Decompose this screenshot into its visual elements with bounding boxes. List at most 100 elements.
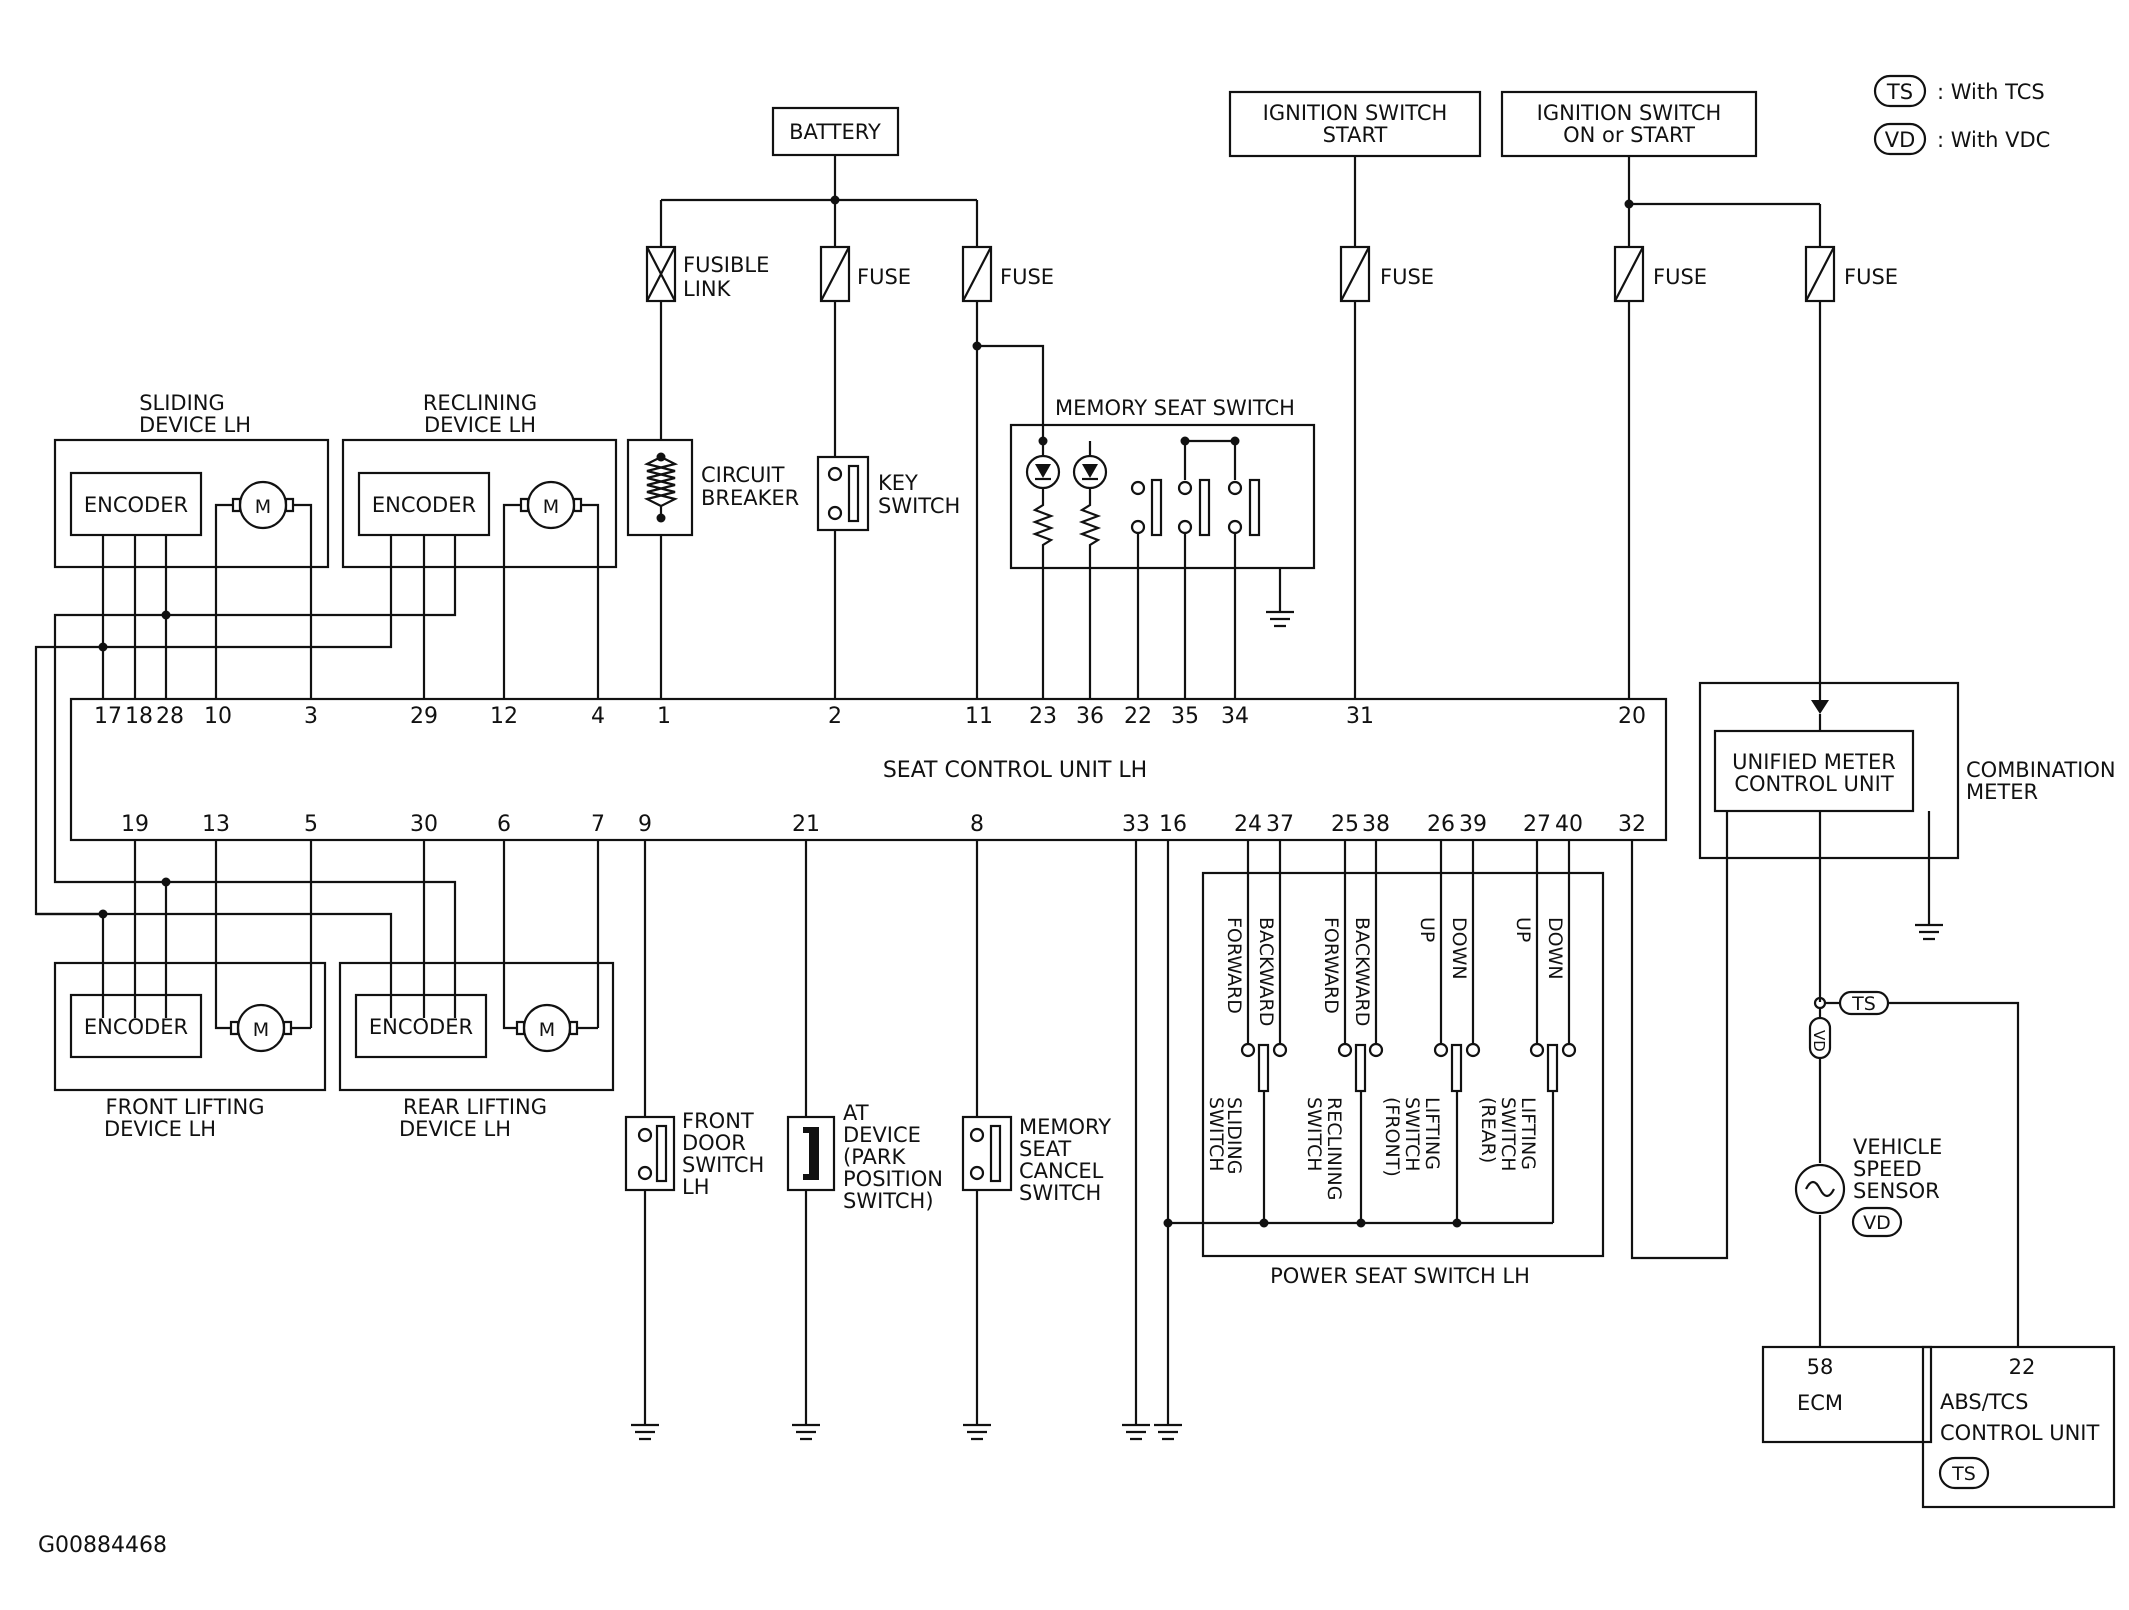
sliding-device-label-2: DEVICE LH [139, 413, 251, 437]
pin-label: 11 [965, 704, 993, 729]
pin-label: 40 [1555, 812, 1583, 837]
combination-meter-label-1: COMBINATION [1966, 758, 2116, 782]
pin-label: 12 [490, 704, 518, 729]
seat-control-unit-label: SEAT CONTROL UNIT LH [883, 758, 1147, 783]
rear-lifting-label-1: REAR LIFTING [403, 1095, 547, 1119]
lifting-front-label-1: LIFTING [1421, 1097, 1443, 1170]
pin-label: 32 [1618, 812, 1646, 837]
pin-label: 27 [1523, 812, 1551, 837]
abs-tcs-control-unit: 22 ABS/TCS CONTROL UNIT TS [1921, 1345, 2116, 1509]
pin-label: 17 [94, 704, 122, 729]
key-switch-label-1: KEY [878, 471, 918, 495]
direction-backward-label: BACKWARD [1351, 917, 1373, 1026]
reclining-device-label-2: DEVICE LH [424, 413, 536, 437]
sliding-switch-label-1: SLIDING [1223, 1097, 1245, 1174]
pin-label: 38 [1362, 812, 1390, 837]
front-door-switch-label-1: FRONT [682, 1109, 754, 1133]
at-device-label-5: SWITCH) [843, 1189, 934, 1213]
pin-label: 5 [304, 812, 318, 837]
front-lifting-label-2: DEVICE LH [104, 1117, 216, 1141]
ecm: 58 ECM [1761, 1345, 1933, 1444]
figure-id: G00884468 [38, 1533, 167, 1558]
vd-badge: VD [1808, 1016, 1832, 1060]
at-device-label-1: AT [843, 1101, 869, 1125]
ignition-on-box: IGNITION SWITCH ON or START [1500, 90, 1758, 158]
memory-cancel-label-4: SWITCH [1019, 1181, 1101, 1205]
pin-label: 26 [1427, 812, 1455, 837]
reclining-switch-label-2: SWITCH [1303, 1097, 1325, 1172]
pin-label: 3 [304, 704, 318, 729]
fuse-ignition-start: FUSE [1339, 245, 1434, 303]
speed-sensor-label-1: VEHICLE [1853, 1135, 1942, 1159]
direction-forward-label: FORWARD [1320, 917, 1342, 1014]
pin-label: 7 [591, 812, 605, 837]
fusible-link-label-1: FUSIBLE [683, 253, 769, 277]
encoder-label: ENCODER [372, 493, 476, 517]
pin-label: 16 [1159, 812, 1187, 837]
bottom-pins: 19 13 5 30 6 7 9 21 8 33 16 24 37 25 38 … [121, 812, 1646, 837]
pin-label: 22 [1124, 704, 1152, 729]
pin-label: 24 [1234, 812, 1262, 837]
direction-forward-label: FORWARD [1223, 917, 1245, 1014]
front-door-switch-label-4: LH [682, 1175, 710, 1199]
reclining-switch-label-1: RECLINING [1323, 1097, 1345, 1200]
pin-label: 13 [202, 812, 230, 837]
battery-box: BATTERY [771, 106, 900, 157]
legend-vd-code: VD [1885, 128, 1916, 152]
at-device-label-3: (PARK [843, 1145, 906, 1169]
pin-label: 19 [121, 812, 149, 837]
pin-label: 9 [638, 812, 652, 837]
pin-label: 30 [410, 812, 438, 837]
abs-ts-label: TS [1951, 1463, 1976, 1485]
lifting-rear-label-2: SWITCH [1497, 1097, 1519, 1172]
pin-label: 28 [156, 704, 184, 729]
encoder-box [69, 993, 203, 1059]
speed-sensor-vd-label: VD [1863, 1212, 1891, 1234]
fuse-memory-switch: FUSE [961, 245, 1054, 303]
motor-label: M [253, 1019, 269, 1041]
pin-label: 4 [591, 704, 605, 729]
unified-meter-label-1: UNIFIED METER [1732, 750, 1896, 774]
direction-up-label: UP [1512, 917, 1534, 942]
vd-badge-label: VD [1810, 1030, 1828, 1052]
circuit-breaker: CIRCUIT BREAKER [626, 438, 799, 537]
lifting-rear-label-1: LIFTING [1517, 1097, 1539, 1170]
abs-label-1: ABS/TCS [1940, 1390, 2028, 1414]
legend-ts-code: TS [1886, 80, 1913, 104]
memory-cancel-label-1: MEMORY [1019, 1115, 1111, 1139]
front-lifting-device: ENCODER M FRONT LIFTING DEVICE LH [53, 961, 327, 1141]
lifting-front-label-2: SWITCH [1401, 1097, 1423, 1172]
sliding-device-label-1: SLIDING [139, 391, 225, 415]
memory-seat-switch: MEMORY SEAT SWITCH [1009, 396, 1316, 699]
pin-label: 33 [1122, 812, 1150, 837]
motor-label: M [539, 1019, 555, 1041]
fuse-key-switch: FUSE [819, 245, 911, 303]
fusible-link: FUSIBLE LINK [645, 245, 769, 303]
speed-sensor-label-3: SENSOR [1853, 1179, 1940, 1203]
speed-sensor-icon [1794, 1163, 1846, 1215]
fuse-label: FUSE [1844, 265, 1898, 289]
pin-label: 2 [828, 704, 842, 729]
pin-label: 29 [410, 704, 438, 729]
pin-label: 31 [1346, 704, 1374, 729]
pin-label: 39 [1459, 812, 1487, 837]
legend-vd-badge [1873, 122, 1927, 156]
direction-backward-label: BACKWARD [1255, 917, 1277, 1026]
legend-vd-text: : With VDC [1937, 128, 2050, 152]
fusible-link-label-2: LINK [683, 277, 732, 301]
front-door-switch-label-2: DOOR [682, 1131, 746, 1155]
sliding-device: SLIDING DEVICE LH ENCODER M [53, 391, 330, 699]
rear-lifting-device: ENCODER M REAR LIFTING DEVICE LH [338, 961, 615, 1141]
encoder-box [354, 993, 488, 1059]
unified-meter-label-2: CONTROL UNIT [1734, 772, 1893, 796]
encoder-label: ENCODER [84, 493, 188, 517]
sliding-switch-label-2: SWITCH [1205, 1097, 1227, 1172]
direction-down-label: DOWN [1448, 917, 1470, 980]
memory-cancel-label-2: SEAT [1019, 1137, 1071, 1161]
seat-control-unit: SEAT CONTROL UNIT LH [69, 697, 1668, 842]
top-pins: 17 18 28 10 3 29 12 4 1 2 11 23 36 22 35… [94, 704, 1646, 729]
direction-down-label: DOWN [1544, 917, 1566, 980]
unified-meter-control-unit [1713, 729, 1915, 813]
pin-label: 1 [657, 704, 671, 729]
